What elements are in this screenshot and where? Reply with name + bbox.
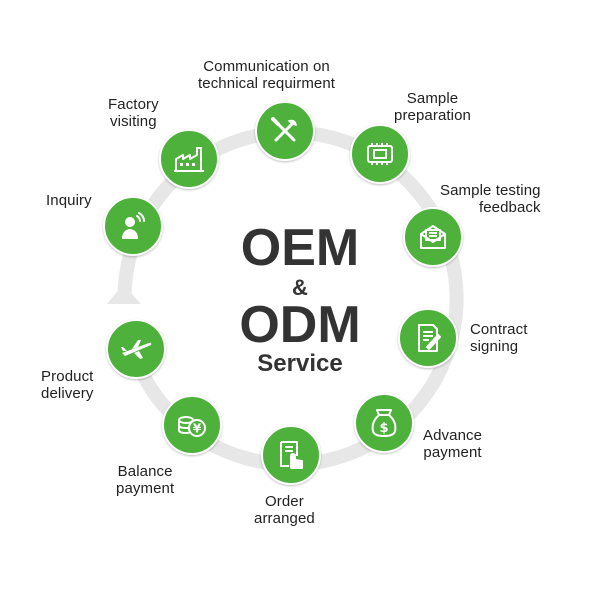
money-bag-icon: $ (371, 409, 397, 437)
step-node-inquiry (103, 196, 163, 256)
step-node-order-arranged (261, 425, 321, 485)
title-oem: OEM (240, 219, 360, 277)
hand-document-icon (280, 441, 303, 469)
speech-bubble-icon (122, 212, 145, 239)
step-label-inquiry: Inquiry (46, 192, 92, 209)
svg-text:¥: ¥ (193, 422, 202, 436)
contract-icon (418, 324, 441, 352)
step-node-balance-payment: ¥ (162, 395, 222, 455)
cycle-arrow-icon (107, 284, 141, 304)
title-odm: ODM (239, 296, 361, 354)
step-node-sample-testing-feedback (403, 207, 463, 267)
step-node-advance-payment: $ (354, 393, 414, 453)
step-node-contract-signing (398, 308, 458, 368)
svg-text:$: $ (379, 421, 388, 436)
mail-icon (420, 225, 446, 249)
coins-icon: ¥ (178, 416, 206, 437)
tools-icon (271, 117, 297, 142)
chip-icon (367, 143, 393, 165)
title-service: Service (257, 350, 343, 377)
step-node-communication (255, 101, 315, 161)
airplane-icon (121, 340, 152, 359)
title-ampersand: & (292, 275, 308, 300)
step-node-sample-preparation (350, 124, 410, 184)
step-node-factory-visiting (159, 129, 219, 189)
step-node-product-delivery (106, 319, 166, 379)
factory-icon (174, 147, 204, 172)
